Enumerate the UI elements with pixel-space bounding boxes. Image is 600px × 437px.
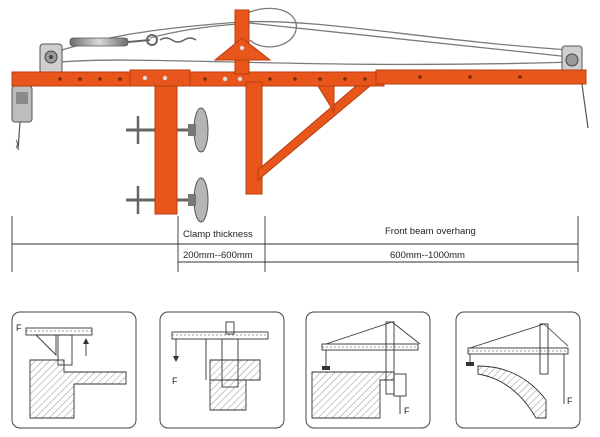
- clamp-upright: [154, 81, 178, 215]
- panel-2-force-label: F: [172, 376, 178, 386]
- panel-1-force-label: F: [16, 323, 22, 333]
- dimension-annotations: [11, 216, 579, 272]
- clamp-thickness-range: 200mm--600mm: [183, 250, 253, 261]
- clamp-thickness-label: Clamp thickness: [183, 229, 253, 240]
- left-pulley-block: [39, 43, 63, 75]
- panel-3-force-label: F: [404, 406, 410, 416]
- installation-panel-4: F: [455, 311, 581, 429]
- front-beam: [11, 71, 385, 87]
- bolt-holes: [58, 45, 522, 82]
- panel-4-force-label: F: [567, 396, 573, 406]
- diagonal-brace: [257, 85, 372, 182]
- steel-wire-ropes: [54, 7, 581, 66]
- suspension-mechanism: [11, 7, 589, 223]
- small-brace: [317, 85, 335, 114]
- installation-panel-2: F: [159, 311, 285, 429]
- front-beam-overhang-range: 600mm--1000mm: [390, 250, 465, 261]
- installation-panel-3: F: [305, 311, 431, 429]
- clamp-screws: [126, 107, 209, 223]
- support-frame: [11, 9, 587, 215]
- installation-panel-1: F: [11, 311, 137, 429]
- right-pulley: [561, 45, 589, 129]
- left-hanging-device: [11, 75, 33, 151]
- rear-beam-extension: [375, 69, 587, 85]
- clamp-sleeve: [129, 69, 191, 87]
- front-beam-overhang-label: Front beam overhang: [385, 226, 476, 237]
- turnbuckle: [69, 34, 197, 47]
- rear-post: [245, 81, 263, 195]
